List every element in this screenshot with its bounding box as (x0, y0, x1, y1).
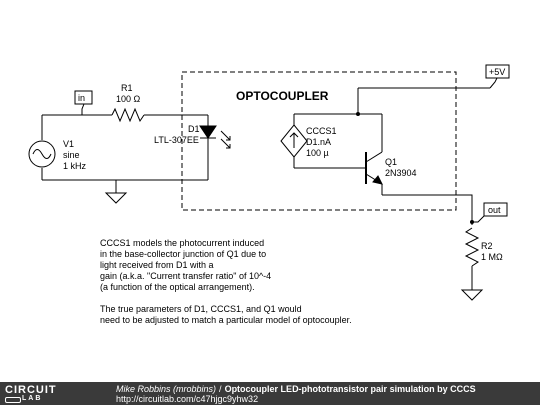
d1-led-symbol (199, 125, 231, 149)
credit-separator: / (219, 384, 222, 394)
v1-name: V1 (63, 139, 74, 149)
ground-symbol-2 (460, 289, 484, 301)
r1-resistor-symbol (111, 107, 145, 123)
note-line: in the base-collector junction of Q1 due… (100, 249, 267, 259)
r2-value: 1 MΩ (481, 252, 503, 262)
in-label: in (78, 93, 85, 103)
out-label: out (488, 205, 501, 215)
optocoupler-boundary (181, 71, 457, 211)
cccs1-name: CCCS1 (306, 126, 337, 136)
author-name[interactable]: Mike Robbins (mrobbins) (116, 384, 217, 394)
v1-type: sine (63, 150, 80, 160)
r2-name: R2 (481, 241, 493, 251)
r1-value: 100 Ω (116, 94, 141, 104)
footer-bar: CIRCUIT LAB Mike Robbins (mrobbins)/Opto… (0, 382, 540, 405)
r2-resistor-symbol (464, 227, 480, 267)
out-label-box (483, 202, 508, 217)
d1-part: LTL-307EE (154, 135, 199, 145)
node-dot-q1-collector (356, 112, 360, 116)
cccs1-gain: 100 µ (306, 148, 329, 158)
cccs1-source-symbol (280, 113, 382, 169)
circuitlab-logo-subtext: LAB (22, 395, 43, 402)
vcc-label: +5V (489, 67, 505, 77)
note-line: need to be adjusted to match a particula… (100, 315, 352, 325)
in-node-pointer (81, 103, 85, 115)
note-line: light received from D1 with a (100, 260, 214, 270)
cccs1-expression: D1.nA (306, 137, 331, 147)
q1-name: Q1 (385, 157, 397, 167)
note-line: gain (a.k.a. "Current transfer ratio" of… (100, 271, 272, 281)
note-line: CCCS1 models the photocurrent induced (100, 238, 265, 248)
explanation-note: CCCS1 models the photocurrent induced in… (100, 238, 430, 326)
credit-line: Mike Robbins (mrobbins)/Optocoupler LED-… (116, 384, 476, 394)
q1-transistor-symbol (365, 114, 383, 195)
in-label-box (74, 90, 93, 105)
vcc-label-box (485, 64, 510, 79)
q1-part: 2N3904 (385, 168, 417, 178)
circuitlab-logo-text[interactable]: CIRCUIT (5, 384, 57, 396)
d1-name: D1 (188, 124, 200, 134)
r1-name: R1 (121, 83, 133, 93)
optocoupler-title: OPTOCOUPLER (236, 89, 329, 103)
note-line: The true parameters of D1, CCCS1, and Q1… (100, 304, 302, 314)
v1-frequency: 1 kHz (63, 161, 87, 171)
project-url-link[interactable]: http://circuitlab.com/c47hjgc9yhw32 (116, 394, 259, 404)
project-title[interactable]: Optocoupler LED-phototransistor pair sim… (224, 384, 476, 394)
note-line: (a function of the optical arrangement). (100, 282, 255, 292)
circuitlab-logo-icon (5, 397, 21, 403)
note-line (100, 293, 430, 304)
vcc-rail-wires (357, 77, 498, 114)
schematic-canvas: in +5V out OPTOCOUPLER V1 sine 1 kHz R1 … (28, 64, 510, 301)
v1-source-symbol (28, 140, 56, 168)
ground-symbol-1 (104, 192, 128, 204)
node-dot-output (470, 220, 474, 224)
input-loop-wires (41, 114, 209, 193)
